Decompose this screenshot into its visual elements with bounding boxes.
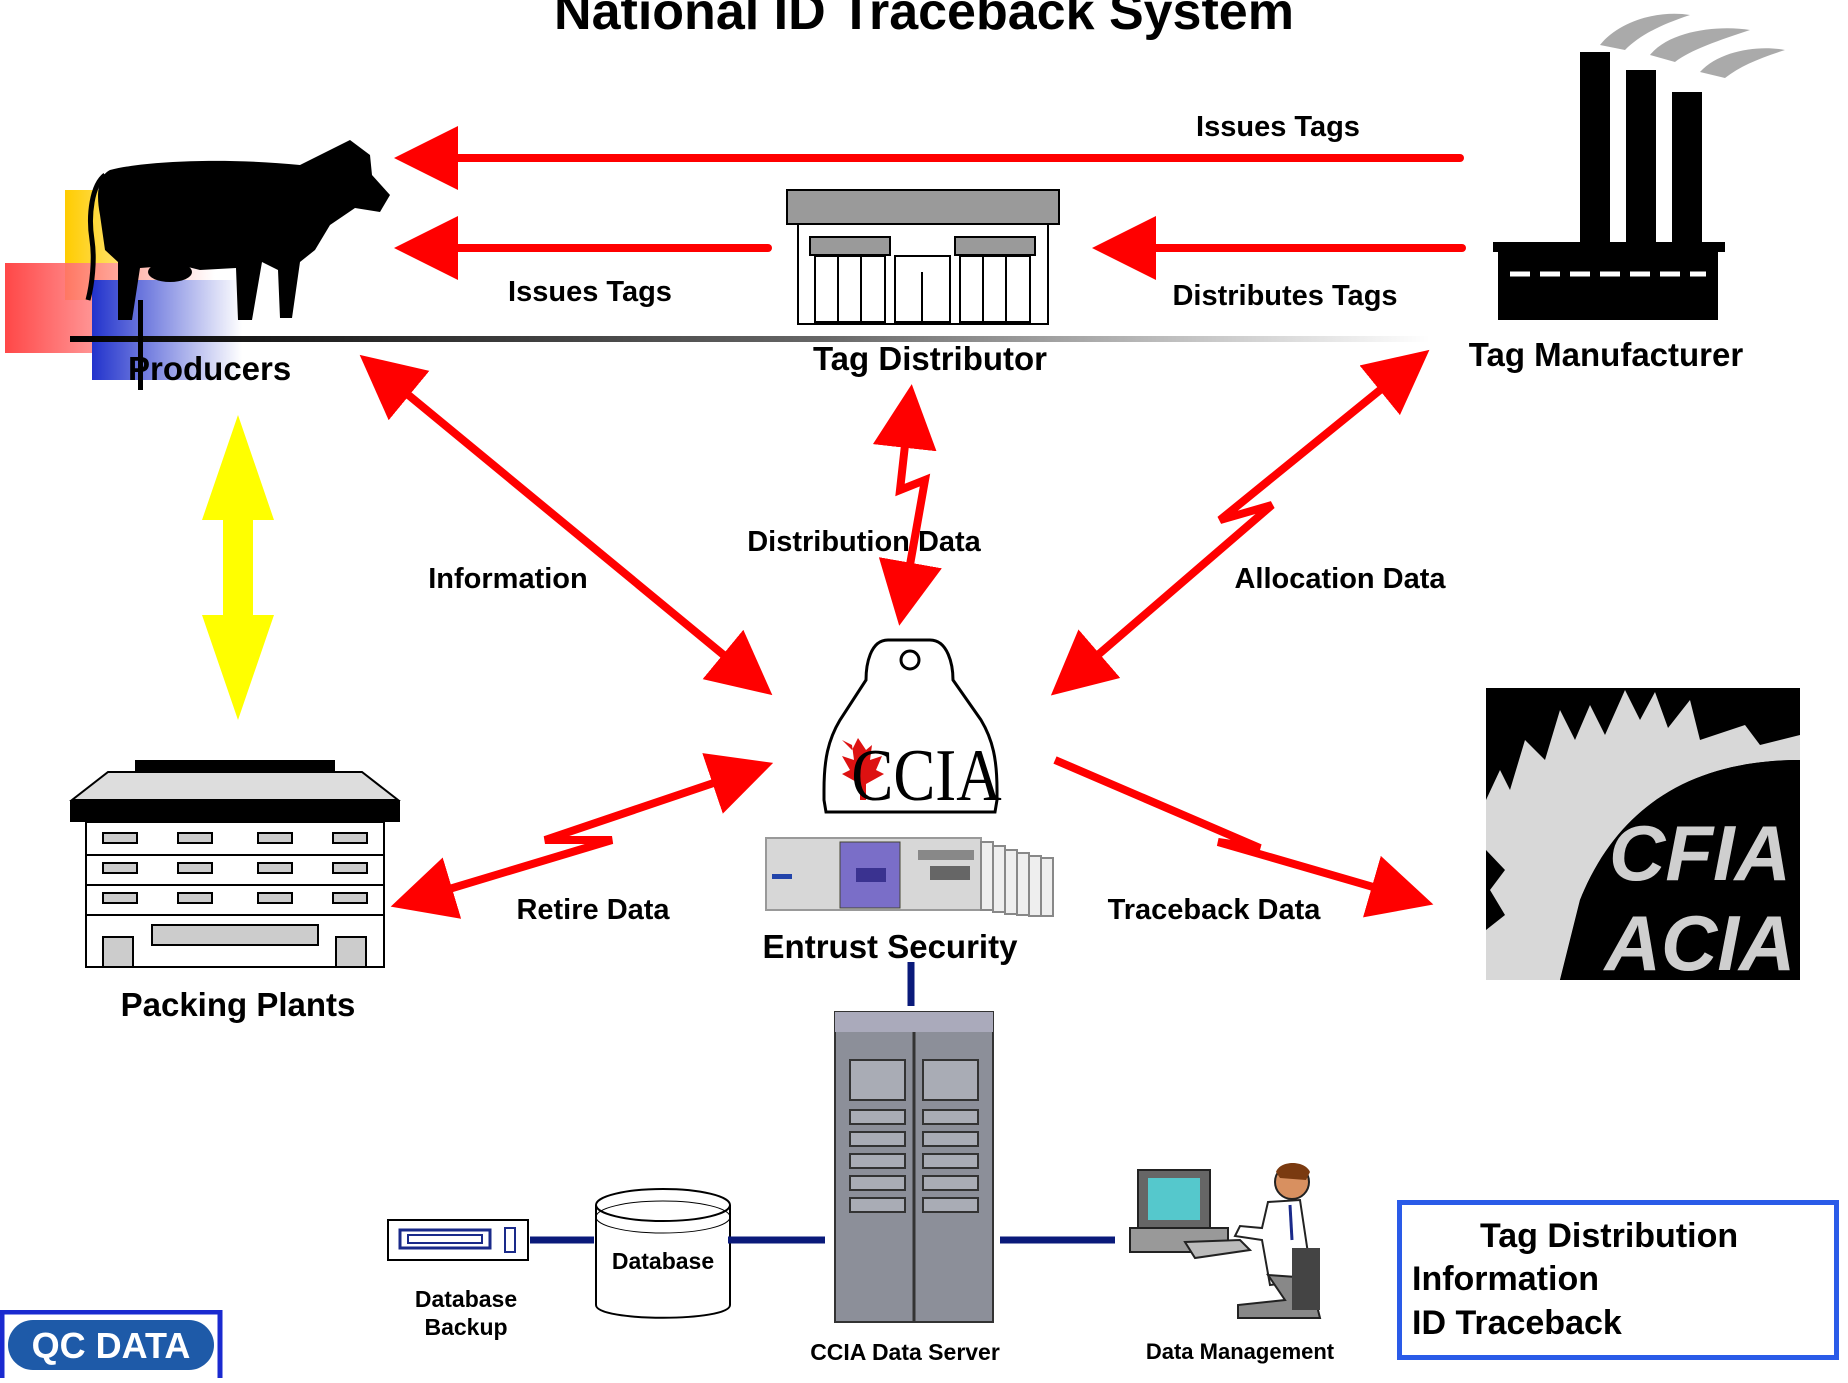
arrow-distribution-data: [872, 384, 942, 626]
qc-data-logo-text: QC DATA: [32, 1325, 191, 1366]
legend-information-label: Information: [1412, 1260, 1599, 1298]
packing-plant-icon: [69, 760, 401, 968]
allocation-data-label: Allocation Data: [1234, 563, 1446, 595]
producers-label: Producers: [128, 350, 292, 387]
issues-tags-top-label: Issues Tags: [1196, 111, 1360, 143]
distribution-data-label: Distribution Data: [747, 526, 981, 558]
arrow-allocation-data: [1050, 349, 1430, 696]
database-backup-label-line1: Database: [414, 1286, 518, 1312]
acia-logo-text: ACIA: [1603, 899, 1796, 987]
backup-drive-icon: [387, 1219, 529, 1261]
arrow-retire-data: [390, 753, 774, 919]
factory-icon: [1493, 13, 1785, 320]
tag-distributor-label: Tag Distributor: [812, 340, 1048, 377]
packing-plants-label: Packing Plants: [120, 986, 356, 1023]
cfia-logo: CFIA ACIA: [1486, 688, 1800, 987]
database-label: Database: [611, 1248, 715, 1274]
network-links: [530, 962, 1115, 1244]
tag-flow-arrows: [394, 126, 1466, 280]
arrow-information: [359, 354, 773, 696]
ccia-data-server-label: CCIA Data Server: [810, 1339, 1000, 1365]
issues-tags-label: Issues Tags: [508, 276, 672, 308]
traceback-data-label: Traceback Data: [1107, 894, 1321, 926]
page-title: National ID Traceback System: [554, 0, 1294, 41]
information-label: Information: [428, 563, 588, 595]
cfia-logo-text: CFIA: [1609, 809, 1791, 897]
entrust-security-label: Entrust Security: [762, 928, 1018, 965]
information-arrows: [359, 349, 1434, 919]
tag-manufacturer-label: Tag Manufacturer: [1468, 336, 1744, 373]
database-backup-label-line2: Backup: [424, 1314, 508, 1340]
qc-data-logo: QC DATA: [0, 1309, 224, 1383]
ccia-logo-text: CCIA: [851, 734, 1002, 816]
arrow-traceback-data: [1053, 756, 1434, 918]
workstation-icon: [1129, 1163, 1322, 1319]
legend-title: Tag Distribution: [1480, 1217, 1739, 1255]
data-management-label: Data Management: [1145, 1339, 1335, 1364]
data-server-icon: [834, 1011, 994, 1323]
legend-id-traceback-label: ID Traceback: [1412, 1304, 1622, 1342]
database-icon: [595, 1188, 731, 1319]
cow-icon: [85, 140, 390, 320]
store-icon: [786, 189, 1060, 325]
id-traceback-arrow: [202, 415, 274, 720]
ccia-tag-logo: CCIA: [822, 638, 1002, 816]
distributes-tags-label: Distributes Tags: [1172, 280, 1398, 312]
retire-data-label: Retire Data: [516, 894, 670, 926]
entrust-server-icon: [765, 837, 1054, 917]
legend: Tag Distribution Information ID Tracebac…: [1397, 1200, 1839, 1360]
